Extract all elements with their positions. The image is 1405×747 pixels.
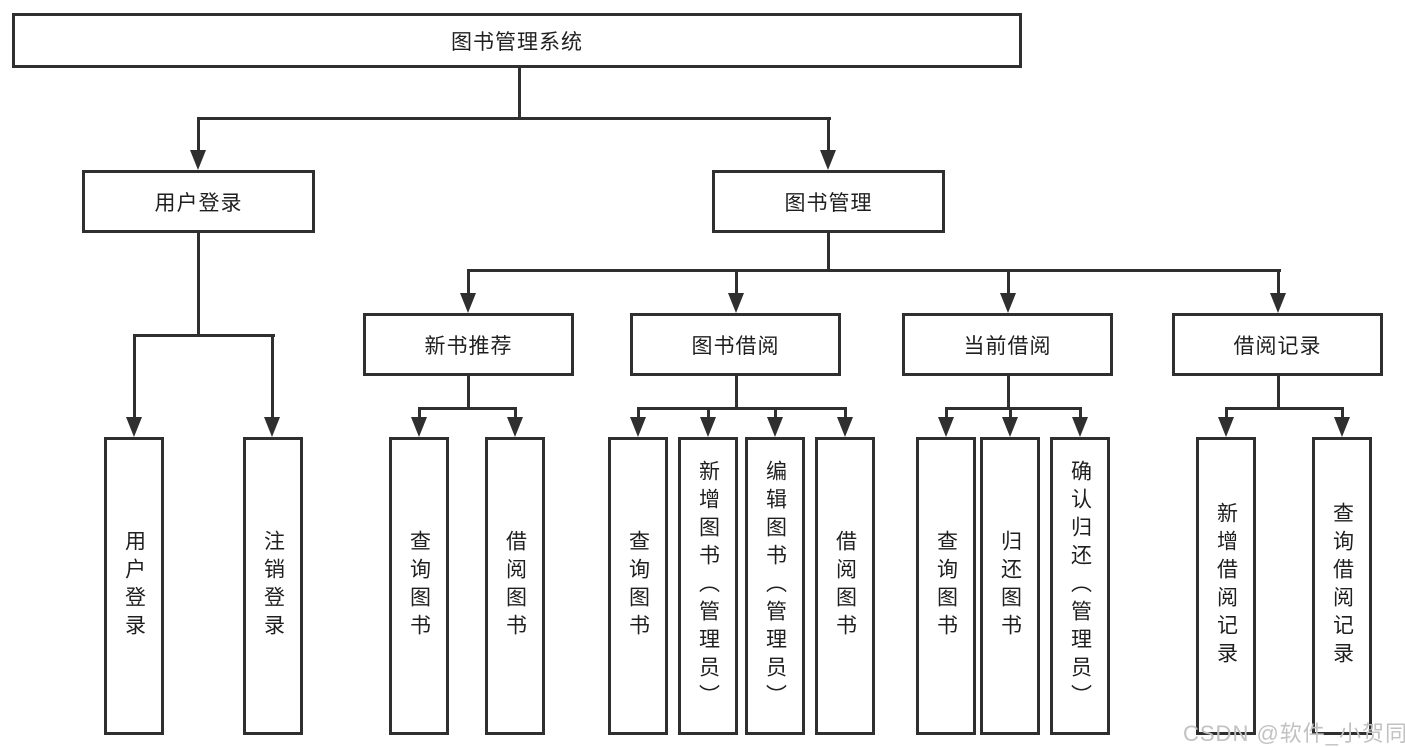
connector-book-borrowing-bracket: [637, 407, 847, 410]
connector-current-borrowing-drop: [1007, 376, 1010, 410]
connector-leaf-shaft: [707, 407, 710, 419]
arrowhead-borrowing-records: [1270, 293, 1286, 313]
leaf-borrow-books-2: 借阅图书: [815, 437, 875, 735]
leaf-query-borrow-record: 查询借阅记录: [1312, 437, 1372, 735]
connector-new-book-bracket: [418, 407, 516, 410]
connector-user-login-drop: [197, 233, 200, 337]
leaf-query-books-1: 查询图书: [389, 437, 449, 735]
node-borrowing-records: 借阅记录: [1172, 313, 1383, 376]
arrowhead-leaf-confirm-return: [1072, 417, 1088, 437]
connector-leaf-shaft: [1079, 407, 1082, 419]
leaf-return-books: 归还图书: [980, 437, 1040, 735]
node-new-book-recommend: 新书推荐: [363, 313, 574, 376]
arrowhead-leaf-query-books-1: [411, 417, 427, 437]
leaf-borrow-books-1: 借阅图书: [485, 437, 545, 735]
connector-leaf-shaft: [1341, 407, 1344, 419]
arrowhead-book-borrowing: [728, 293, 744, 313]
connector-leaf-shaft: [637, 407, 640, 419]
arrowhead-new-book: [460, 293, 476, 313]
leaf-add-borrow-record: 新增借阅记录: [1196, 437, 1256, 735]
connector-leaf-shaft: [945, 407, 948, 419]
arrowhead-leaf-borrow-books-2: [837, 417, 853, 437]
connector-leaf-shaft: [774, 407, 777, 419]
node-library-management-system: 图书管理系统: [12, 13, 1022, 68]
connector-level3-bracket: [467, 269, 1281, 272]
arrowhead-leaf-add-borrow-record: [1218, 417, 1234, 437]
connector-user-login-bracket: [133, 334, 275, 337]
connector-borrowing-records-drop: [1277, 376, 1280, 410]
connector-book-borrowing-drop: [735, 376, 738, 410]
connector-current-borrowing-bracket: [945, 407, 1081, 410]
arrowhead-leaf-borrow-books-1: [507, 417, 523, 437]
arrowhead-leaf-edit-book: [767, 417, 783, 437]
leaf-user-login: 用户登录: [104, 437, 164, 735]
connector-book-management-shaft: [827, 117, 830, 151]
leaf-query-books-2: 查询图书: [608, 437, 668, 735]
connector-level2-bracket: [197, 117, 831, 120]
arrowhead-leaf-query-books-3: [938, 417, 954, 437]
connector-current-borrowing-shaft: [1007, 269, 1010, 294]
node-book-management: 图书管理: [712, 170, 945, 233]
connector-new-book-drop: [467, 376, 470, 410]
connector-leaf-shaft: [844, 407, 847, 419]
arrowhead-book-management: [820, 150, 836, 170]
arrowhead-user-login: [190, 150, 206, 170]
csdn-watermark: CSDN @软件_小贺同学: [1183, 721, 1405, 746]
arrowhead-leaf-return-books: [1002, 417, 1018, 437]
connector-leaf-shaft: [1009, 407, 1012, 419]
connector-book-borrowing-shaft: [735, 269, 738, 294]
arrowhead-current-borrowing: [1000, 293, 1016, 313]
connector-leaf-logout-shaft: [271, 334, 274, 418]
connector-book-management-drop: [827, 233, 830, 272]
arrowhead-leaf-logout: [264, 417, 280, 437]
connector-leaf-shaft: [514, 407, 517, 419]
connector-user-login-shaft: [197, 117, 200, 151]
arrowhead-leaf-add-book: [700, 417, 716, 437]
connector-leaf-shaft: [1225, 407, 1228, 419]
leaf-add-book-admin: 新增图书（管理员）: [678, 437, 738, 735]
arrowhead-leaf-query-books-2: [630, 417, 646, 437]
leaf-logout: 注销登录: [243, 437, 303, 735]
node-book-borrowing: 图书借阅: [630, 313, 841, 376]
leaf-confirm-return-admin: 确认归还（管理员）: [1050, 437, 1110, 735]
connector-leaf-shaft: [418, 407, 421, 419]
node-user-login: 用户登录: [82, 170, 315, 233]
leaf-edit-book-admin: 编辑图书（管理员）: [745, 437, 805, 735]
connector-borrowing-records-bracket: [1225, 407, 1343, 410]
connector-new-book-shaft: [467, 269, 470, 294]
node-current-borrowing: 当前借阅: [902, 313, 1113, 376]
arrowhead-leaf-user-login: [126, 417, 142, 437]
connector-root-feed: [518, 68, 521, 118]
arrowhead-leaf-query-borrow-record: [1334, 417, 1350, 437]
connector-leaf-user-login-shaft: [133, 334, 136, 418]
leaf-query-books-3: 查询图书: [916, 437, 976, 735]
connector-borrowing-records-shaft: [1277, 269, 1280, 294]
